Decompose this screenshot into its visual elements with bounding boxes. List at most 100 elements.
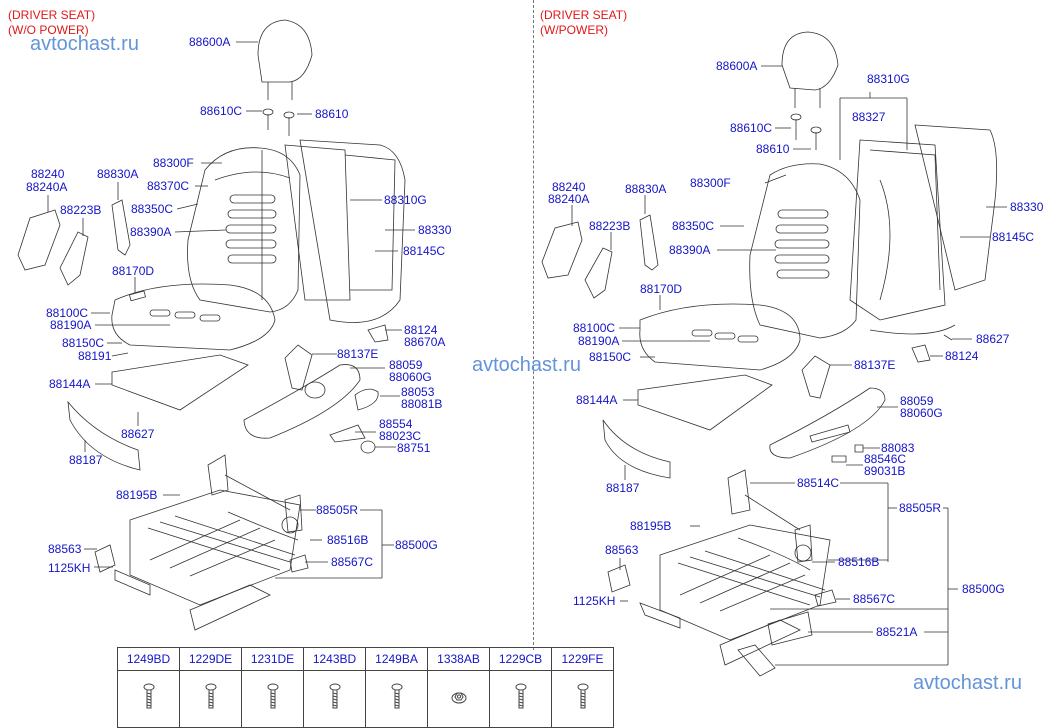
part-label[interactable]: 88059	[900, 394, 934, 408]
part-label[interactable]: 88053	[401, 385, 435, 399]
part-label[interactable]: 88830A	[97, 167, 139, 181]
part-label[interactable]: 88223B	[60, 203, 102, 217]
part-label[interactable]: 88567C	[331, 555, 374, 569]
part-label[interactable]: 88546C	[864, 452, 907, 466]
part-label[interactable]: 88059	[389, 358, 423, 372]
part-label[interactable]: 88144A	[49, 377, 91, 391]
part-label[interactable]: 88190A	[578, 334, 620, 348]
part-label[interactable]: 88514C	[797, 476, 840, 490]
fastener-code[interactable]: 1243BD	[303, 647, 366, 671]
part-label[interactable]: 88060G	[900, 406, 943, 420]
part-label[interactable]: 88350C	[131, 202, 174, 216]
part-label[interactable]: 88124	[945, 349, 979, 363]
part-label[interactable]: 88610C	[730, 121, 773, 135]
part-label[interactable]: 88145C	[403, 244, 446, 258]
part-label[interactable]: 88567C	[853, 592, 896, 606]
part-label[interactable]: 88150C	[589, 350, 632, 364]
part-label[interactable]: 89031B	[864, 464, 906, 478]
part-label[interactable]: 88627	[121, 427, 155, 441]
part-label[interactable]: 1125KH	[573, 594, 616, 608]
right-frontcover-drawing	[603, 420, 670, 478]
part-label[interactable]: 88145C	[992, 230, 1035, 244]
part-label[interactable]: 88144A	[576, 393, 618, 407]
part-label[interactable]: 88100C	[46, 306, 89, 320]
part-label[interactable]: 88500G	[962, 582, 1005, 596]
fastener-code[interactable]: 1229DE	[179, 647, 242, 671]
part-label[interactable]: 88137E	[337, 347, 379, 361]
fastener-code[interactable]: 1231DE	[241, 647, 304, 671]
part-label[interactable]: 88310G	[384, 193, 427, 207]
fastener-code[interactable]: 1249BD	[117, 647, 180, 671]
right-shield-drawing	[770, 335, 952, 462]
part-label[interactable]: 88137E	[854, 358, 896, 372]
right-cushion-drawing	[640, 304, 800, 370]
part-label[interactable]: 88170D	[112, 264, 155, 278]
part-label[interactable]: 88187	[606, 481, 640, 495]
part-label[interactable]: 88830A	[625, 182, 667, 196]
part-label[interactable]: 88170D	[640, 282, 683, 296]
part-label[interactable]: 88563	[48, 542, 82, 556]
part-label[interactable]: 88124	[404, 323, 438, 337]
part-label[interactable]: 88554	[379, 417, 413, 431]
right-guide-drawing	[791, 114, 821, 150]
part-label[interactable]: 88516B	[327, 533, 369, 547]
fastener-table: 1249BD 1229DE 1231DE 1243BD 1249BA 1338A…	[117, 647, 614, 728]
part-label[interactable]: 88060G	[389, 370, 432, 384]
part-label[interactable]: 88330	[418, 223, 452, 237]
part-label[interactable]: 88670A	[404, 335, 446, 349]
part-label[interactable]: 88350C	[672, 219, 715, 233]
part-label[interactable]: 88300F	[690, 176, 731, 190]
part-label[interactable]: 88505R	[316, 503, 359, 517]
part-label[interactable]: 88500G	[395, 538, 438, 552]
part-label[interactable]: 88083	[881, 441, 915, 455]
part-label[interactable]: 88191	[78, 349, 112, 363]
part-label[interactable]: 88240	[31, 167, 65, 181]
part-label[interactable]: 88521A	[876, 625, 918, 639]
part-label[interactable]: 88610C	[200, 104, 243, 118]
part-label[interactable]: 88190A	[50, 318, 92, 332]
part-label[interactable]: 88195B	[630, 519, 672, 533]
part-label[interactable]: 88240	[552, 180, 586, 194]
part-label[interactable]: 88023C	[379, 429, 422, 443]
right-title-line1: (DRIVER SEAT)	[540, 8, 628, 22]
part-label[interactable]: 88390A	[130, 225, 172, 239]
left-leader-lines	[48, 42, 415, 578]
part-label[interactable]: 88563	[605, 543, 639, 557]
fastener-code[interactable]: 1229FE	[551, 647, 614, 671]
part-label[interactable]: 88223B	[589, 219, 631, 233]
part-label[interactable]: 88195B	[116, 488, 158, 502]
left-pan-drawing	[112, 355, 248, 410]
fastener-code[interactable]: 1338AB	[427, 647, 490, 671]
part-label[interactable]: 88610	[315, 107, 349, 121]
part-label[interactable]: 88751	[397, 441, 431, 455]
part-label[interactable]: 88330	[1010, 200, 1044, 214]
fastener-code[interactable]: 1229CB	[489, 647, 552, 671]
section-divider	[533, 0, 534, 650]
part-label[interactable]: 88100C	[573, 321, 616, 335]
part-label[interactable]: 88327	[852, 110, 886, 124]
part-label[interactable]: 88240A	[548, 192, 590, 206]
part-label[interactable]: 88240A	[26, 180, 68, 194]
part-label[interactable]: 88390A	[669, 243, 711, 257]
left-guide-drawing	[263, 109, 294, 136]
part-label[interactable]: 88600A	[189, 35, 231, 49]
part-label[interactable]: 88610	[756, 142, 790, 156]
part-label[interactable]: 1125KH	[48, 561, 91, 575]
right-track-drawing	[608, 470, 836, 676]
fastener-code[interactable]: 1249BA	[365, 647, 428, 671]
part-label[interactable]: 88300F	[153, 156, 194, 170]
part-label[interactable]: 88505R	[899, 501, 942, 515]
left-shield-drawing	[244, 325, 388, 453]
part-label[interactable]: 88081B	[401, 397, 443, 411]
fastener-icons-row	[117, 670, 614, 728]
screw-icon	[329, 683, 340, 708]
part-label[interactable]: 88187	[69, 453, 103, 467]
part-label[interactable]: 88600A	[716, 59, 758, 73]
watermark-top-left: avtochast.ru	[30, 33, 139, 55]
part-label[interactable]: 88150C	[62, 336, 105, 350]
part-label[interactable]: 88370C	[147, 179, 190, 193]
part-label[interactable]: 88310G	[867, 72, 910, 86]
part-label[interactable]: 88627	[976, 332, 1010, 346]
part-label[interactable]: 88516B	[838, 555, 880, 569]
screw-icon	[205, 683, 216, 708]
